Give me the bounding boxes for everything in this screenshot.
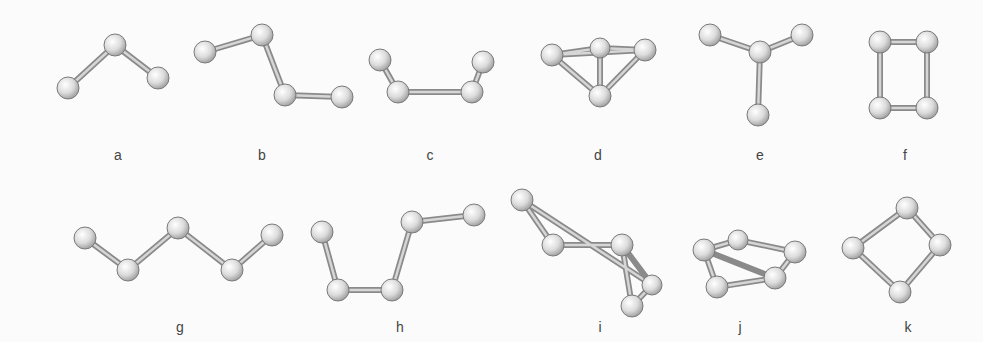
bond <box>880 42 927 108</box>
cluster-h <box>311 204 485 301</box>
cluster-d <box>541 38 656 107</box>
atom <box>541 44 563 66</box>
figure-letter: g <box>176 320 184 334</box>
atom <box>747 104 769 126</box>
atom <box>104 34 126 56</box>
cluster-f <box>869 31 938 119</box>
cluster-b <box>194 24 353 108</box>
bond <box>205 35 342 97</box>
figure-letter: a <box>114 148 122 162</box>
atom <box>929 234 951 256</box>
atom <box>728 230 748 250</box>
atom <box>463 204 485 226</box>
atom <box>869 97 891 119</box>
figure-letter: h <box>396 320 404 334</box>
figure-letter: j <box>738 320 741 334</box>
atom <box>117 259 139 281</box>
atom <box>693 239 715 261</box>
cluster-e <box>699 24 813 126</box>
atom <box>749 41 771 63</box>
bond-highlight <box>880 42 927 108</box>
atom <box>167 217 189 239</box>
atom <box>589 85 611 107</box>
figure-letter: i <box>598 320 601 334</box>
atom <box>387 81 409 103</box>
bond <box>522 200 652 306</box>
atom <box>331 86 353 108</box>
bond-highlight <box>205 35 342 97</box>
cluster-j <box>693 230 806 298</box>
cluster-k <box>842 197 951 303</box>
atom <box>916 31 938 53</box>
atom <box>147 67 169 89</box>
bond <box>853 208 940 292</box>
cluster-i <box>511 189 662 317</box>
atom <box>764 267 786 289</box>
atom <box>842 237 864 259</box>
atom <box>642 275 662 295</box>
atom <box>889 281 911 303</box>
atom <box>590 38 610 58</box>
atom <box>472 51 494 73</box>
atom <box>916 97 938 119</box>
atom <box>327 279 349 301</box>
cluster-c <box>369 49 494 103</box>
atom <box>784 241 806 263</box>
atom <box>369 49 391 71</box>
atom <box>869 31 891 53</box>
bond-highlight <box>322 215 474 290</box>
figure-letter: b <box>258 148 266 162</box>
atom <box>511 189 533 211</box>
atom <box>221 259 243 281</box>
bond <box>322 215 474 290</box>
figure-letter: k <box>905 320 912 334</box>
atom <box>381 279 403 301</box>
atom <box>791 24 813 46</box>
atom <box>699 24 721 46</box>
atom <box>274 84 296 106</box>
atom <box>74 227 96 249</box>
cluster-g <box>74 217 283 281</box>
atom <box>542 234 564 256</box>
atom <box>57 77 79 99</box>
figure-letter: d <box>594 148 602 162</box>
bond-highlight <box>853 208 940 292</box>
figure-letter: c <box>427 148 434 162</box>
atom <box>311 221 333 243</box>
atom <box>461 81 483 103</box>
bond <box>710 35 802 115</box>
atom <box>706 276 728 298</box>
atom <box>401 211 423 233</box>
bond-highlight <box>710 35 802 115</box>
cluster-a <box>57 34 169 99</box>
atom <box>621 295 643 317</box>
figure-letter: f <box>903 148 907 162</box>
atom <box>634 39 656 61</box>
figure-letter: e <box>756 148 764 162</box>
atom <box>896 197 918 219</box>
bond-highlight <box>522 200 652 306</box>
atom <box>194 41 216 63</box>
atom <box>261 224 283 246</box>
atom <box>611 234 633 256</box>
atom <box>251 24 273 46</box>
